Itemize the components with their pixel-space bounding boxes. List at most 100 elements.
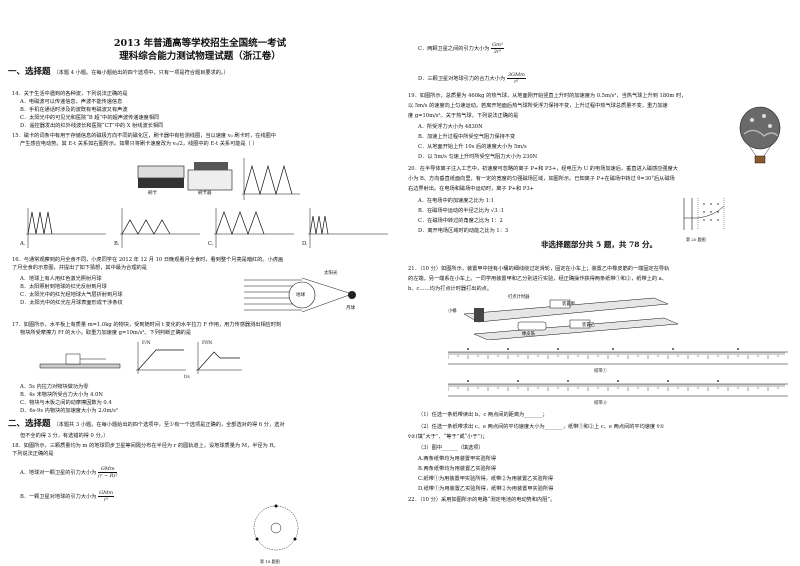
q17-option-d: D．6s-9s 内物块的加速度大小为 2.0m/s² [20,408,118,414]
section-1-label: 一、选择题 [8,67,51,77]
q14-option-c: C．太阳光中的可见光和医院“B 超”中的超声波传递速度相同 [20,115,160,121]
q20-option-b: B．在磁场中运动的半径之比为 √3 :1 [418,208,505,214]
left-column: 2013 年普通高等学校招生全国统一考试 理科综合能力测试物理试题（浙江卷） 一… [6,0,394,566]
q14-option-b: B．手机在通话时涉及的波既有电磁波又有声波 [20,107,128,113]
q21-stem-line3: b、c……均为打点计时器打出的点。 [408,286,493,292]
section-2-heading: 二、选择题 （本题共 3 小题。在每小题给出的四个选项中，至少有一个选项是正确的… [8,419,285,429]
q14-option-d: D．遥控器发出的红外线波长和医院“CT”中的 X 射线波长相同 [20,123,164,129]
q20-stem-line2: 小为 B、方向垂直纸面向里，有一定的宽度的匀强磁场区域，如图所示。已知离子 P+… [408,176,675,182]
q18-option-b-text: B．一颗卫星对地球的引力大小为 [20,494,97,500]
q15-card-reader-figure [137,158,300,200]
q21-tape-1-ruler [448,348,788,365]
q19-stem-line2: 以 5m/s 的速度向上匀速运动。若离开地面后热气球所受浮力保持不变，上升过程中… [408,103,668,109]
q19-stem-line3: 度 g=10m/s²。关于热气球，下列说法正确的是 [408,113,519,119]
q20-stem-line1: 20．在半导体离子注入工艺中，初速度可忽略的离子 P+和 P3+，经电压为 U … [408,166,678,172]
exam-title: 2013 年普通高等学校招生全国统一考试 [113,38,287,49]
q18-stem-line1: 18．如图所示，三颗质量均为 m 的地球同步卫星等间隔分布在半径为 r 的圆轨道… [12,443,279,449]
q19-option-b: B．加速上升过程中所受空气阻力保持不变 [418,134,516,140]
q21-sub2: （2）任选一条纸带求出 c、e 两点间的平均速度大小为_______，纸带①和②… [418,424,665,430]
q15-option-d-letter: D. [302,241,308,247]
q20-option-d: D．离开电场区域时的动能之比为 1：3 [418,228,509,234]
q20-option-c: C．在磁场中转过的角度之比为 1：2 [418,218,503,224]
q15-stem-line1: 15．磁卡的词条中有用于存储信息的磁极方向不同的磁化区，刷卡器中有检测线圈，当以… [12,133,276,139]
q19-hot-air-balloon-figure [739,106,781,164]
q18-stem-line2: 下列说法正确的是 [12,451,54,457]
q18-option-d-text: D．三颗卫星对地球引力的合力大小为 [418,76,506,82]
q15-answer-graphs [26,208,388,248]
q21-label-device-a: 装置甲 [562,302,575,307]
q17-stem-line2: 物块所受摩擦力 Ff 的大小。取重力加速度 g=10m/s²。下列判断正确的是 [20,330,192,336]
q19-option-c: C．从地面开始上升 10s 后的速度大小为 5m/s [418,144,527,150]
q18-option-a-text: A．地球对一颗卫星的引力大小为 [20,470,97,476]
q20-figure-caption: 第 20 题图 [686,237,706,242]
q21-option-d: D.纸带①为用装置乙实验所得，纸带②为用装置甲实验所得 [418,486,554,492]
q19-stem-line1: 19．如图所示，总质量为 460kg 的热气球，从地面刚开始竖直上升时的加速度为… [408,93,687,99]
q15-label-swipe: 刷卡 [148,191,157,196]
q15-option-c-letter: C. [208,241,214,247]
q20-magnetic-field-figure [683,198,725,230]
q21-label-timer: 打点计时器 [508,295,530,300]
section-1-note: （本题 4 小题。在每小题给出的四个选项中，只有一项是符合题目要求的。） [53,70,229,76]
q17-option-b: B．4s 末物块所受合力大小为 4.0N [20,392,103,398]
section-3-heading: 非选择题部分共 5 题，共 78 分。 [540,240,658,249]
exam-subtitle: 理科综合能力测试物理试题（浙江卷） [119,51,281,62]
q16-eclipse-figure [244,277,356,313]
q17-option-a: A．5s 内拉力对物块做功为零 [20,384,89,390]
q16-stem-line2: 了月全食的示意图，并提出了如下猜想，其中最为合理的是 [12,265,147,271]
q17-figure [39,342,242,374]
q21-apparatus-figure [463,297,679,340]
q16-label-earth: 地球 [296,293,305,298]
q16-label-sunlight: 太阳光 [324,271,338,276]
q18-option-c-text: C．两颗卫星之间的引力大小为 [418,46,490,52]
q17-label-force: F/N [142,341,151,346]
q21-stem-line1: 21．（10 分）如图所示，装置甲中挂有小桶的细线绕过定滑轮，固定在小车上；装置… [408,266,670,272]
q15-option-b-letter: B. [114,241,120,247]
q16-label-moon: 月球 [346,306,355,311]
q15-option-a-letter: A. [20,241,26,247]
q16-option-a: A．地球上有人用红色激光照射月球 [20,276,102,282]
section-1-heading: 一、选择题 （本题 4 小题。在每小题给出的四个选项中，只有一项是符合题目要求的… [8,67,229,77]
q21-option-b: B.两条纸带均为用装置乙实验所得 [418,466,497,472]
q18-option-a-fraction: GMm(r − R)² [98,466,118,479]
q21-sub1: （1）任选一条纸带读出 b、c 两点间的距离为_______； [418,412,548,418]
q21-label-tape-2: 纸带② [594,401,607,406]
q21-label-rubber-band: 橡皮筋 [522,332,535,337]
q18-satellite-figure [253,504,299,551]
q21-label-tape-1: 纸带① [594,369,607,374]
q14-option-a: A．电磁波可以传递信息，声波不能传递信息 [20,99,123,105]
q17-label-time: t/s [184,375,190,380]
q15-label-reader: 刷卡器 [198,191,212,196]
q16-option-c: C．太阳光中的红光经地球大气层折射到月球 [20,292,123,298]
q21-sub2b: v̄②(填“大于”、“等于”或“小于”)； [408,434,488,440]
q19-option-a: A．所受浮力大小为 4830N [418,124,483,130]
q17-option-c: C．物块与木板之间的动摩擦因数为 0.4 [20,400,112,406]
q18-figure-caption: 第 18 题图 [260,559,280,564]
q16-stem-line1: 16．与通常观察到的月全食不同，小虎同学在 2012 年 12 月 10 日晚观… [12,257,284,263]
q16-option-d: D．太阳光中的红光在月球表面形成干涉条纹 [20,300,123,306]
q21-option-a: A.两条纸带均为用装置甲实验所得 [418,456,497,462]
q18-option-a: A．地球对一颗卫星的引力大小为 GMm(r − R)² [20,466,118,479]
q20-option-a: A．在电场中的加速度之比为 1:1 [418,198,494,204]
q21-option-c: C.纸带①为用装置甲实验所得，纸带②为用装置乙实验所得 [418,476,554,482]
q17-label-friction: Ff/N [202,341,213,346]
q21-label-bucket: 小桶 [448,309,457,314]
section-2-label: 二、选择题 [8,419,51,429]
section-2-note-line2: 但不全的得 3 分，有选错的得 0 分。） [20,433,109,439]
q21-tape-2-ruler [448,380,788,397]
q15-stem-line2: 产生感应电动势。其 E-t 关系如右图所示。如果只将刷卡速度改为 v₀/2，线圈… [20,141,258,147]
section-2-note: （本题共 3 小题。在每小题给出的四个选项中，至少有一个选项是正确的，全部选对的… [53,422,285,428]
q20-stem-line3: 右边界射出。在电场和磁场中运动时，离子 P+和 P3+ [408,186,535,192]
q21-label-device-b: 装置乙 [582,323,595,328]
q22-stem: 22．（10 分）采用如图所示的电路“测定电池的电动势和内阻”。 [408,497,556,503]
q21-stem-line2: 的左端，另一端系在小车上。一同学用装置甲和乙分别进行实验，经正确操作获得两条纸带… [408,276,667,282]
q14-stem: 14．关于生活中遇到的各种波，下列说法正确的是 [12,91,128,97]
q17-stem-line1: 17．如图所示，水平板上有质量 m=1.0kg 的物块，受到随时间 t 变化的水… [12,322,282,328]
